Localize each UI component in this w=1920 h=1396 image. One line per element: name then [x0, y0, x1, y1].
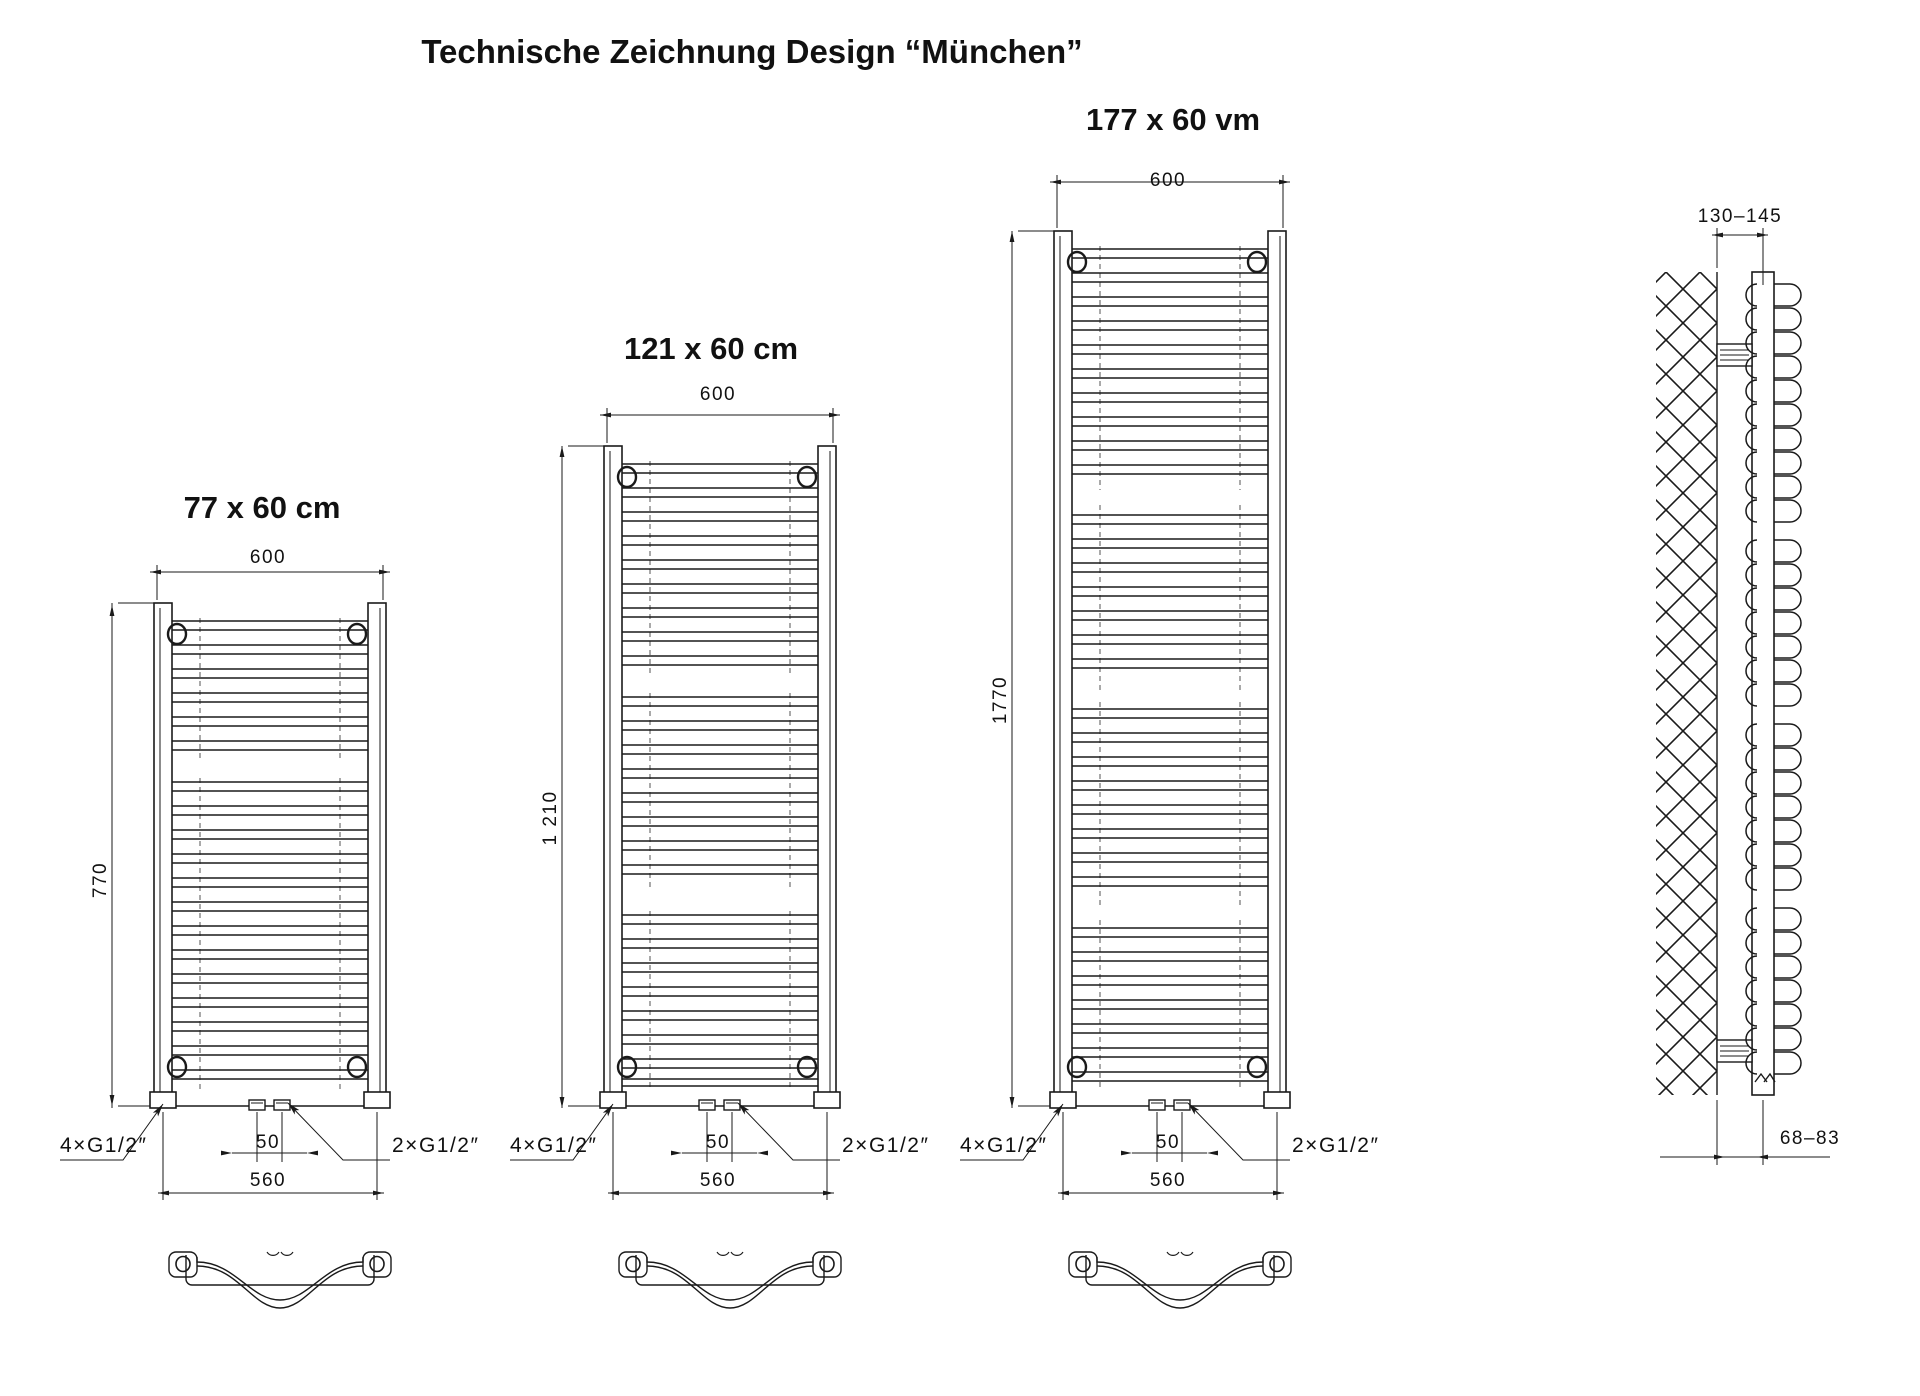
- bracket-detail-177: [1068, 1251, 1292, 1309]
- label-connection-left-177: 4×G1/2″: [960, 1134, 1047, 1157]
- label-connection-left-121: 4×G1/2″: [510, 1134, 597, 1157]
- label-connection-right-121: 2×G1/2″: [842, 1134, 929, 1157]
- label-connection-right-177: 2×G1/2″: [1292, 1134, 1379, 1157]
- dim-side-bottom: 68–83: [1780, 1128, 1840, 1149]
- dim-bottom-77: 560: [250, 1170, 286, 1191]
- view-heading-177: 177 x 60 vm: [1086, 102, 1260, 137]
- dim-height-77: 770: [90, 862, 111, 898]
- radiator-side-view: [1656, 228, 1830, 1165]
- bracket-detail-121: [618, 1251, 842, 1309]
- dim-height-121: 1 210: [540, 790, 561, 845]
- page-title: Technische Zeichnung Design “München”: [421, 33, 1082, 70]
- radiator-view-177: [960, 175, 1292, 1309]
- dim-bottom-177: 560: [1150, 1170, 1186, 1191]
- dim-width-177: 600: [1150, 170, 1186, 191]
- dim-spacing-121: 50: [706, 1132, 730, 1153]
- dim-width-77: 600: [250, 547, 286, 568]
- dim-side-top: 130–145: [1698, 206, 1782, 227]
- label-connection-right-77: 2×G1/2″: [392, 1134, 479, 1157]
- dim-height-177: 1770: [990, 676, 1011, 724]
- dim-width-121: 600: [700, 384, 736, 405]
- dim-bottom-121: 560: [700, 1170, 736, 1191]
- label-connection-left-77: 4×G1/2″: [60, 1134, 147, 1157]
- view-heading-77: 77 x 60 cm: [184, 490, 341, 525]
- radiator-view-77: [60, 565, 392, 1309]
- radiator-view-121: [510, 408, 842, 1309]
- dim-spacing-77: 50: [256, 1132, 280, 1153]
- bracket-detail-77: [168, 1251, 392, 1309]
- dim-spacing-177: 50: [1156, 1132, 1180, 1153]
- view-heading-121: 121 x 60 cm: [624, 331, 798, 366]
